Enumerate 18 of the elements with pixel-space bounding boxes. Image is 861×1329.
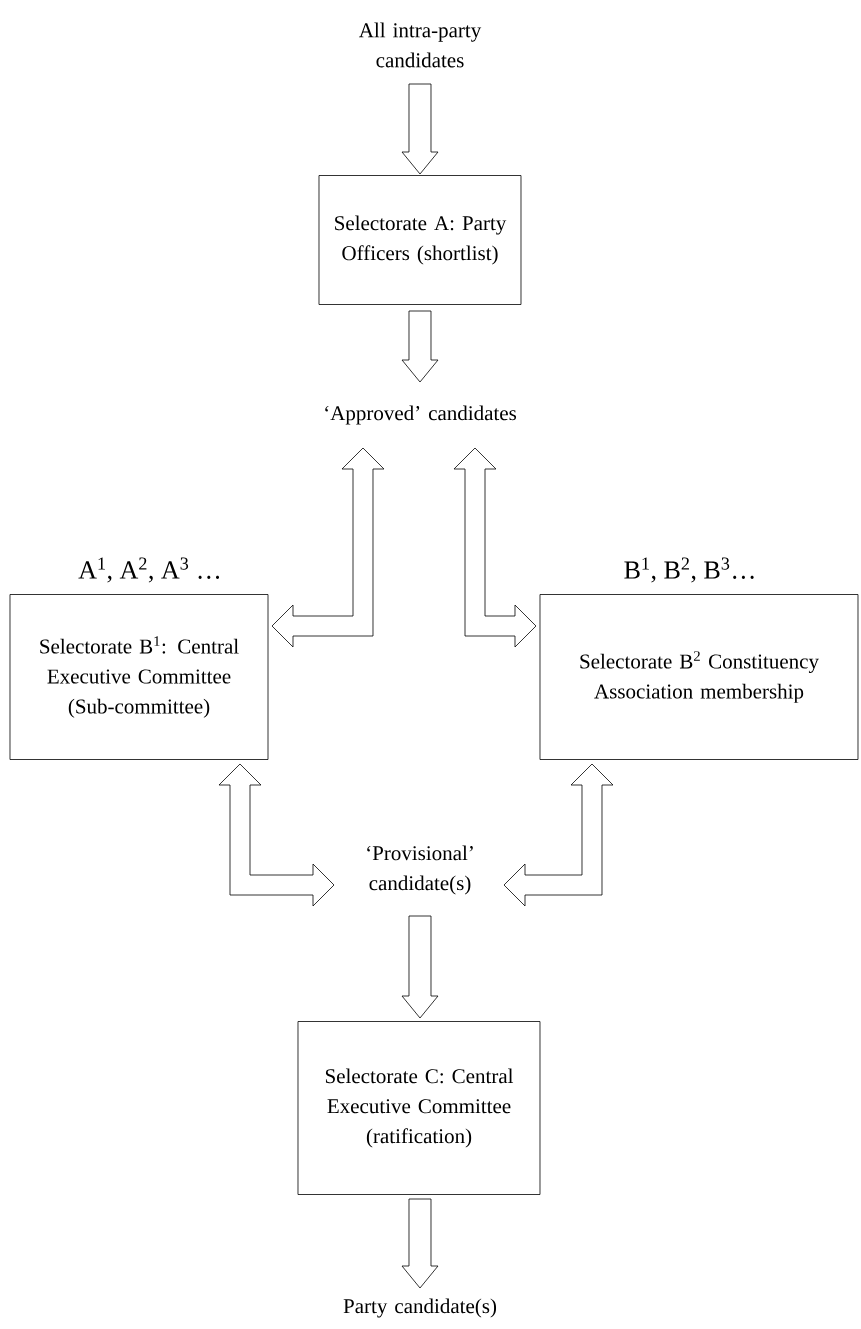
block-arrow [218,763,335,907]
candidates-label: Party candidate(s) [343,1298,497,1318]
selectorate-box: Selectorate B$^{1}$: Central Executive Committee (Sub-committee) [9,594,269,760]
block-arrow [453,447,537,648]
block-arrow [503,763,614,907]
candidates-label: ‘Provisional’ candidate(s) [367,845,473,895]
block-arrow [401,83,439,175]
block-arrow [271,447,385,648]
block-arrow [401,310,439,383]
selectorate-box: Selectorate B$^{2}$ Constituency Association membership [539,594,859,760]
group-label: A$^{1}$, A$^{2}$, A$^{3}$ … [78,557,220,583]
group-label: B$^{1}$, B$^{2}$, B$^{3}$… [624,557,754,583]
candidates-label: ‘Approved’ candidates [325,405,517,425]
selectorate-box: Selectorate C: Central Executive Committee (ratification) [297,1021,541,1195]
block-arrow [401,915,439,1019]
candidates-label: All intra-party candidates [358,22,482,68]
block-arrow [401,1198,439,1289]
selectorate-box: Selectorate A: Party Officers (shortlist) [318,175,522,305]
